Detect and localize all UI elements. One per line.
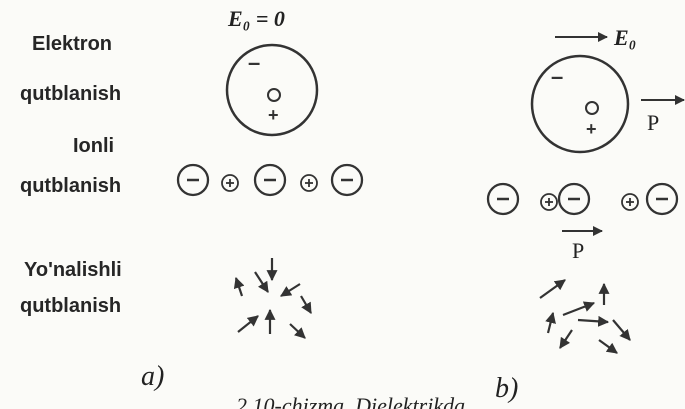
label-electronic-line1: Elektron — [32, 33, 112, 55]
label-ionic-line1: Ionli — [73, 135, 114, 157]
figure-caption: 2.10-chizma. Dielektrikda — [236, 393, 465, 409]
atom-unpolarized: – + — [227, 45, 317, 135]
label-ionic-line2: qutblanish — [20, 175, 121, 197]
atom-polarized: – + — [532, 56, 628, 152]
ionic-chain-polarized — [488, 184, 677, 214]
svg-text:+: + — [586, 119, 597, 139]
dipoles-random — [236, 258, 311, 338]
dipoles-aligned — [540, 280, 630, 353]
label-orient-line2: qutblanish — [20, 295, 121, 317]
svg-text:+: + — [268, 105, 279, 125]
caption-a: a) — [141, 361, 164, 392]
field-label-zero: E₀ = 0 — [227, 6, 285, 31]
dipole-label-atom: P — [647, 110, 659, 135]
dipole-label-ionic: P — [572, 238, 584, 263]
label-electronic-line2: qutblanish — [20, 83, 121, 105]
ionic-chain-unpolarized — [178, 165, 362, 195]
svg-text:–: – — [551, 64, 563, 89]
label-orient-line1: Yo'nalishli — [24, 259, 122, 281]
svg-text:–: – — [248, 50, 260, 75]
caption-b: b) — [495, 373, 518, 404]
field-label-e0: E₀ — [613, 25, 636, 50]
